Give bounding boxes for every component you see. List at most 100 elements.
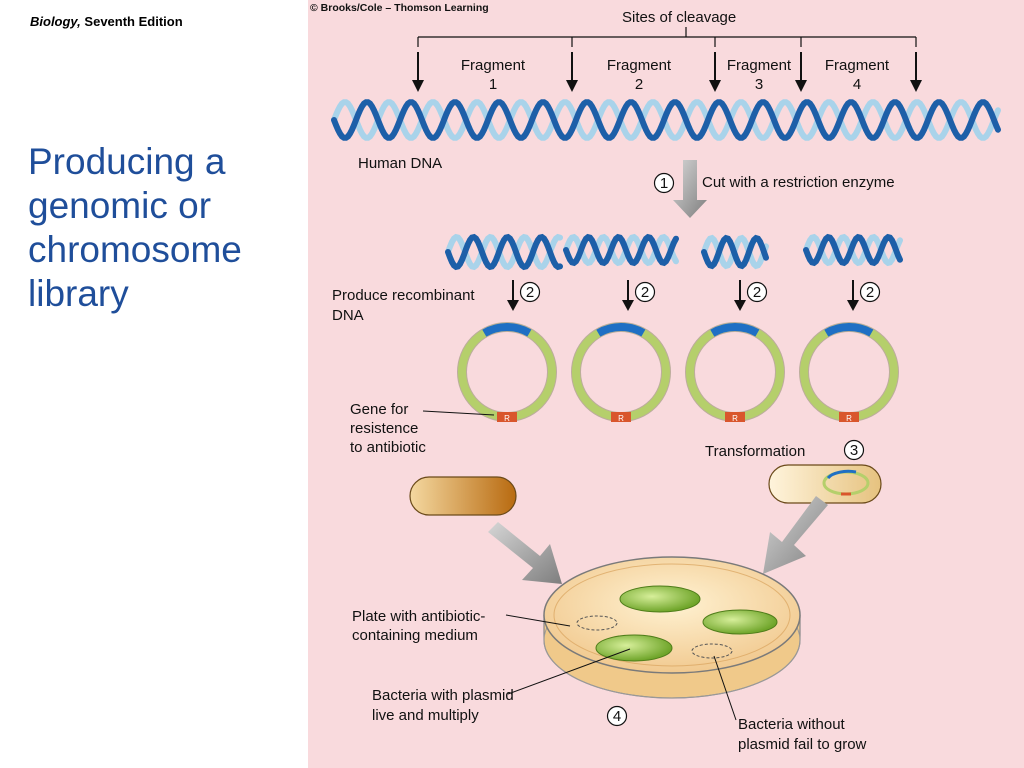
resistance-gene-label-3: R (732, 414, 738, 423)
fragment-3-number: 3 (755, 76, 763, 93)
recombinant-arrowhead-3 (734, 300, 746, 311)
resistance-gene-3 (725, 412, 745, 422)
fragment-3-label: Fragment (727, 57, 792, 74)
step-3: Transformation 3 (705, 439, 865, 461)
step-1: 1 Cut with a restriction enzyme (653, 172, 895, 194)
plasmid-insert-3 (710, 323, 760, 337)
step-3-text: Transformation (705, 443, 805, 460)
fragment-1-label: Fragment (461, 57, 526, 74)
resistance-gene-2 (611, 412, 631, 422)
plasmid-insert-4 (824, 323, 874, 337)
bacterium-without-plasmid (409, 476, 517, 516)
empty-spot-1 (576, 615, 618, 631)
step-2-number-3: 2 (753, 284, 761, 301)
plate-line2: containing medium (352, 627, 478, 644)
human-dna-helix (331, 99, 1001, 141)
fragment-4-helix-strand-dark (803, 233, 903, 267)
fragment-2-label: Fragment (607, 57, 672, 74)
step-1-circle (653, 172, 675, 194)
resistance-gene-label-1: R (504, 414, 510, 423)
slide-title: Producing a genomic or chromosome librar… (28, 141, 242, 314)
plasmid-4 (800, 323, 898, 421)
cut-fragments (445, 233, 903, 271)
step-4-number: 4 (613, 708, 621, 725)
sites-of-cleavage-label: Sites of cleavage (622, 9, 736, 26)
step-2-circle-2 (634, 281, 656, 303)
book-title: Biology, (30, 14, 81, 29)
plasmid-2 (572, 323, 670, 421)
recombinant-arrows: 2 2 2 2 (507, 280, 881, 311)
plasmid-1 (458, 323, 556, 421)
fail-line2: plasmid fail to grow (738, 736, 867, 753)
bacterium-with-plasmid (768, 464, 882, 504)
genomic-library-figure: © Brooks/Cole – Thomson Learning Sites o… (308, 0, 1024, 768)
gene-line1: Gene for (350, 401, 408, 418)
plasmid-insert-1 (482, 323, 532, 337)
plate-leader-line (505, 614, 571, 627)
human-dna-label: Human DNA (358, 155, 442, 172)
resistance-gene-label-4: R (846, 414, 852, 423)
gene-line2: resistence (350, 420, 418, 437)
fragment-4-label: Fragment (825, 57, 890, 74)
live-label: Bacteria with plasmid live and multiply (372, 648, 631, 724)
step-2: Produce recombinant DNA (332, 287, 475, 324)
step-4: 4 (606, 705, 628, 727)
live-line2: live and multiply (372, 707, 479, 724)
colony-1 (619, 585, 701, 613)
gene-leader-line (422, 410, 495, 416)
book-header: Biology, Seventh Edition (30, 14, 183, 29)
step-1-number: 1 (660, 175, 668, 192)
fragment-1-helix-strand-dark (445, 233, 563, 271)
petri-dish (543, 556, 801, 699)
fragment-labels: Fragment 1 Fragment 2 Fragment 3 Fragmen… (461, 57, 890, 93)
cleavage-bracket: Sites of cleavage (417, 9, 917, 47)
recombinant-arrowhead-1 (507, 300, 519, 311)
copyright-credit: © Brooks/Cole – Thomson Learning (310, 2, 489, 14)
fail-line1: Bacteria without (738, 716, 846, 733)
step-2-number-2: 2 (641, 284, 649, 301)
step-3-number: 3 (850, 442, 858, 459)
book-edition: Seventh Edition (84, 14, 183, 29)
step-1-text: Cut with a restriction enzyme (702, 174, 895, 191)
colony-2 (702, 609, 778, 635)
empty-spot-2 (691, 643, 733, 659)
live-leader-line (507, 648, 631, 695)
human-dna-strand-dark (331, 99, 1001, 141)
step-2-circle-1 (519, 281, 541, 303)
right-grey-arrow (763, 496, 828, 574)
plasmid-insert-2 (596, 323, 646, 337)
fragment-1-number: 1 (489, 76, 497, 93)
plate-label: Plate with antibiotic- containing medium (352, 608, 571, 644)
recombinant-arrowhead-4 (847, 300, 859, 311)
resistance-gene-label-2: R (618, 414, 624, 423)
step-4-circle (606, 705, 628, 727)
live-line1: Bacteria with plasmid (372, 687, 514, 704)
cleavage-arrows (412, 52, 922, 92)
step-2-line2: DNA (332, 307, 364, 324)
plate-line1: Plate with antibiotic- (352, 608, 485, 625)
fragment-4-number: 4 (853, 76, 861, 93)
plasmid-3 (686, 323, 784, 421)
step-3-circle (843, 439, 865, 461)
resistance-gene-4 (839, 412, 859, 422)
left-grey-arrow (488, 522, 562, 584)
fragment-2-number: 2 (635, 76, 643, 93)
fragment-2-helix-strand-dark (563, 233, 679, 267)
step-2-circle-3 (746, 281, 768, 303)
resistance-gene-1 (497, 412, 517, 422)
fail-label: Bacteria without plasmid fail to grow (713, 655, 867, 753)
step-2-number-4: 2 (866, 284, 874, 301)
fragment-2-helix-strand-light (563, 233, 679, 267)
fail-leader-line (713, 655, 737, 721)
fragment-1-helix-strand-light (445, 233, 563, 271)
fragment-3-helix-strand-dark (701, 234, 769, 270)
cut-down-arrow (673, 160, 707, 218)
step-2-number-1: 2 (526, 284, 534, 301)
figure-canvas: © Brooks/Cole – Thomson Learning Sites o… (310, 2, 1001, 753)
step-2-circle-4 (859, 281, 881, 303)
recombinant-arrowhead-2 (622, 300, 634, 311)
gene-label: Gene for resistence to antibiotic (350, 401, 495, 456)
step-2-line1: Produce recombinant (332, 287, 475, 304)
gene-line3: to antibiotic (350, 439, 426, 456)
